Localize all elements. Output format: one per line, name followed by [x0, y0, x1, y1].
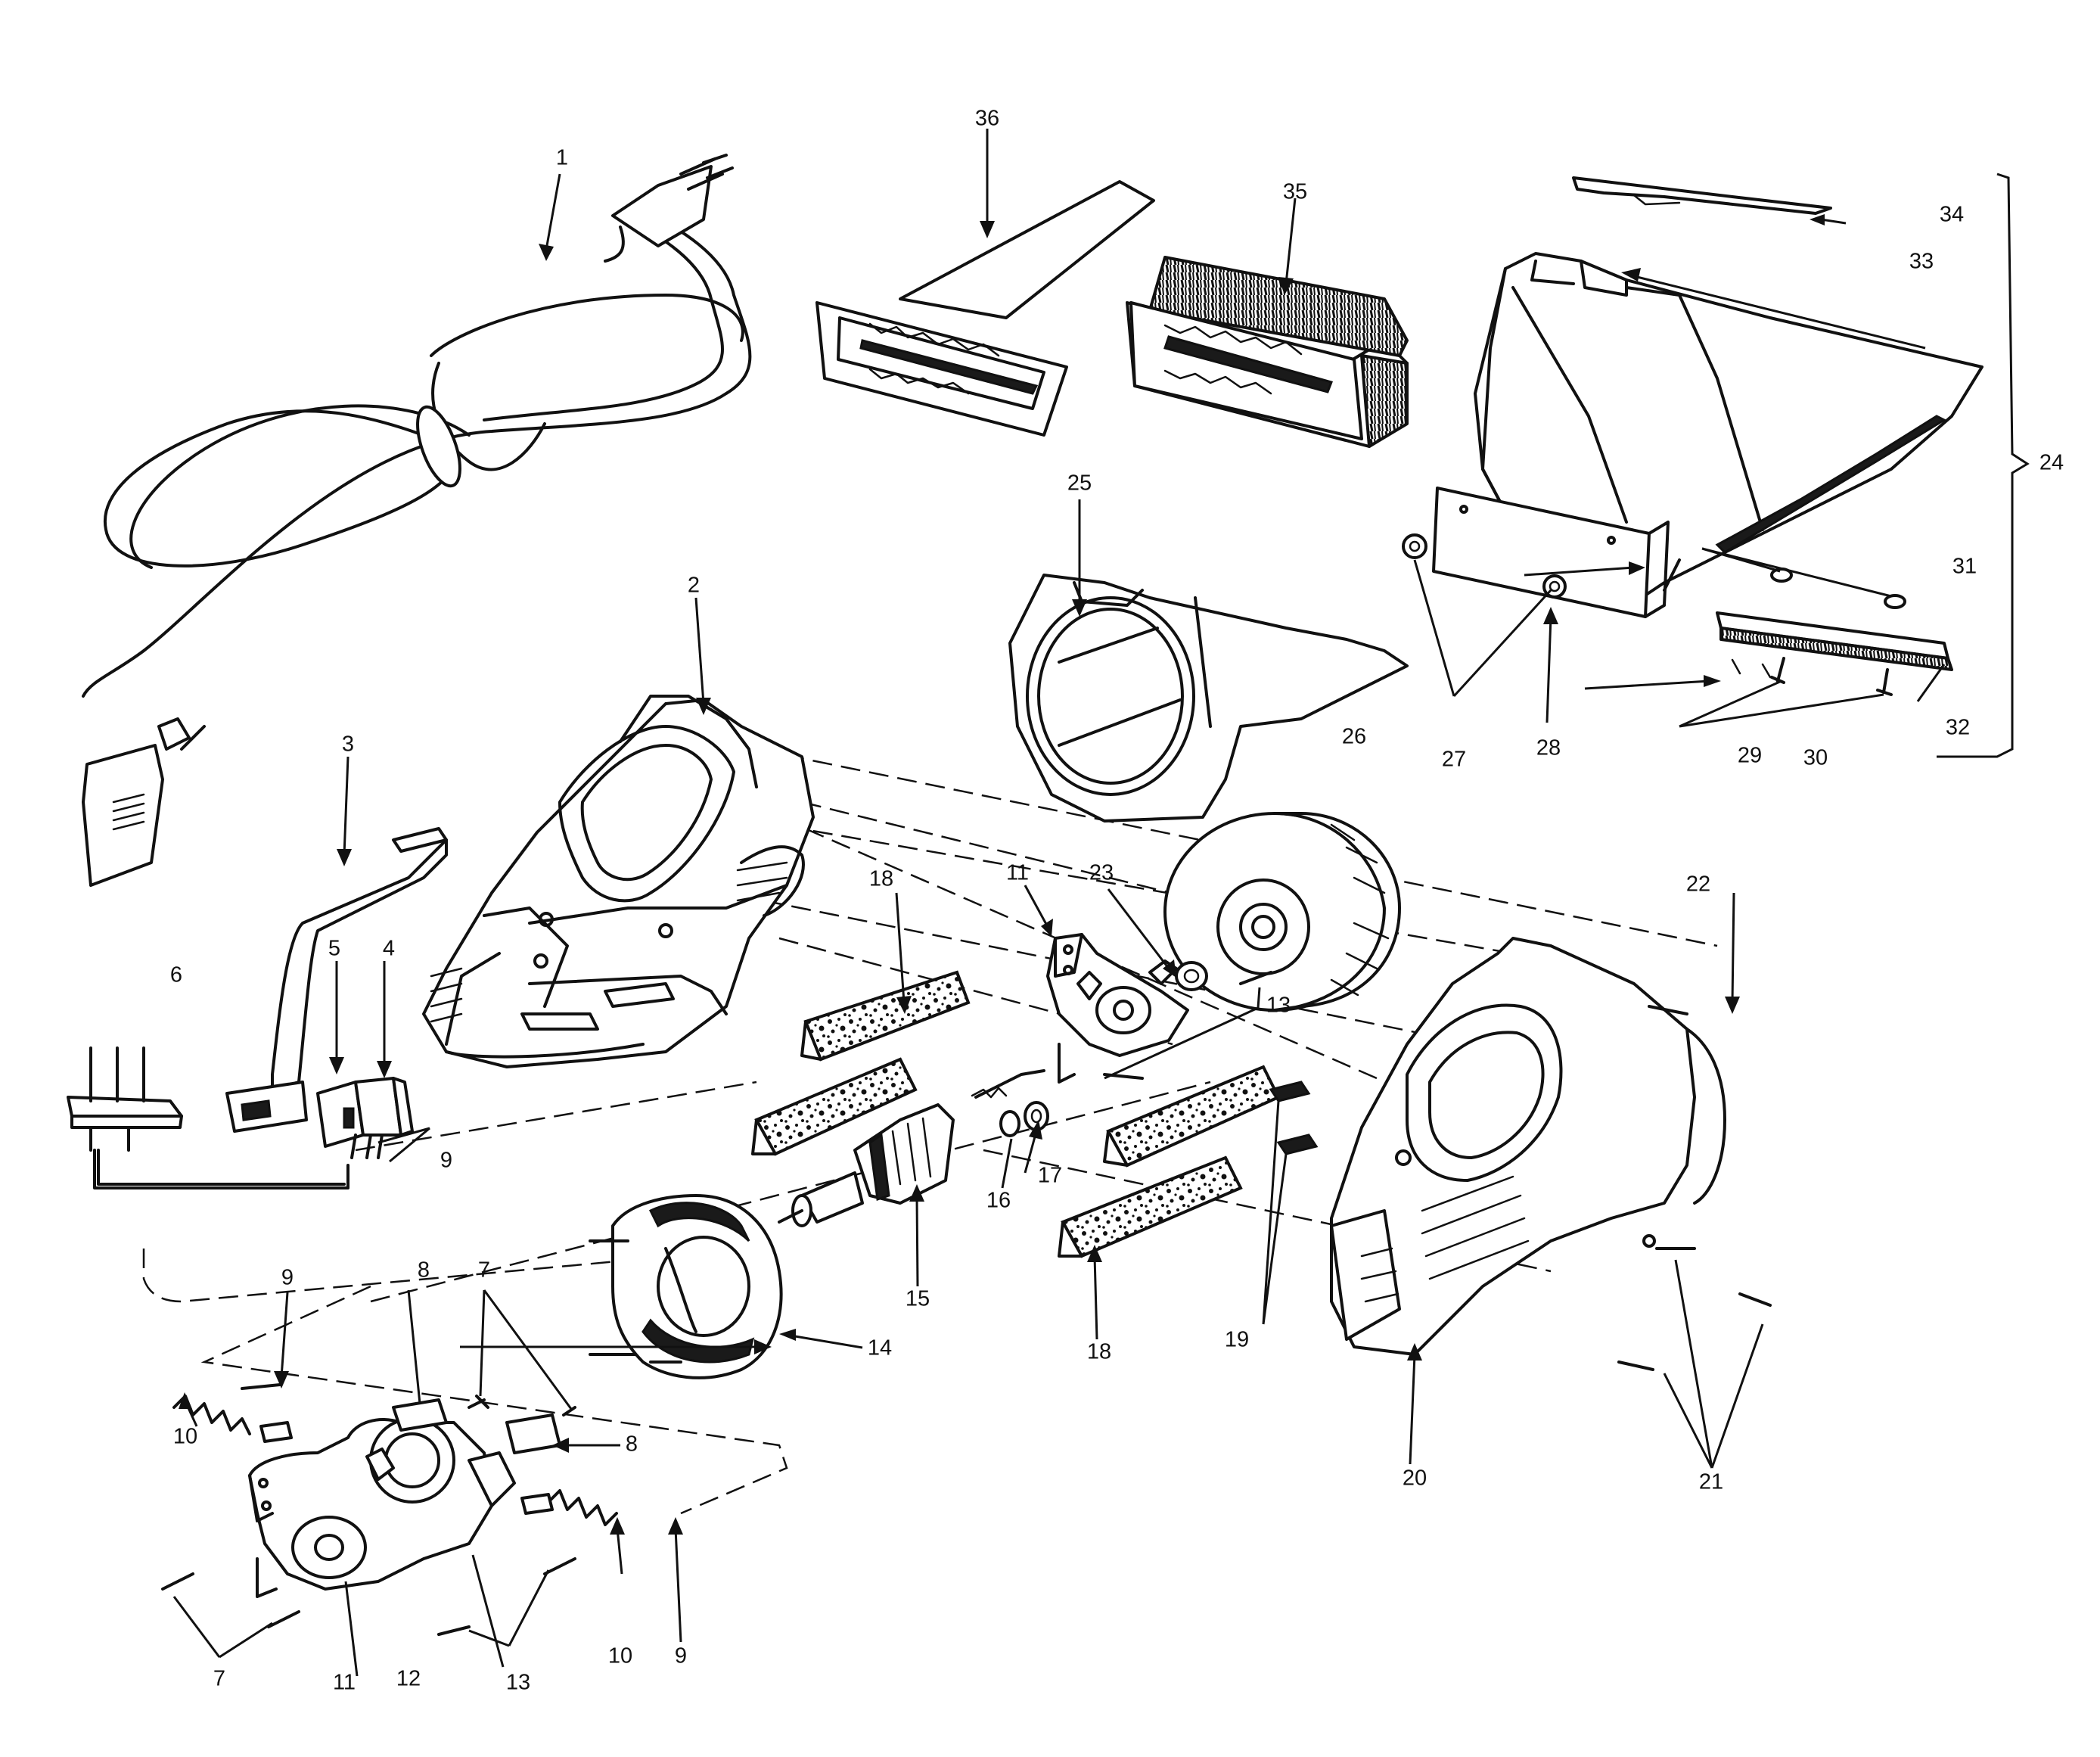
callout-21: 21: [1699, 1470, 1723, 1494]
callout-12: 12: [396, 1667, 421, 1691]
brush-holder-lower: [248, 1417, 516, 1598]
terminal-block: [67, 1046, 349, 1189]
callout-32: 32: [1946, 716, 1970, 740]
suction-nozzle: [1008, 574, 1409, 823]
power-cord: [82, 154, 752, 887]
rear-housing: [1330, 937, 1726, 1356]
crevice-tool: [815, 180, 1155, 437]
callout-8a: 8: [418, 1258, 430, 1283]
callout-11b: 11: [333, 1671, 356, 1695]
callout-19: 19: [1225, 1328, 1249, 1352]
callout-15: 15: [906, 1287, 930, 1311]
callout-13b: 13: [506, 1671, 530, 1695]
callout-20: 20: [1403, 1466, 1427, 1491]
brush-holder-upper: [1046, 933, 1189, 1084]
strip-screws: [1770, 657, 1893, 696]
callout-6: 6: [170, 963, 182, 987]
callout-14: 14: [868, 1336, 892, 1361]
callout-labels: 1 2 3 4 5 6 7 7 8 8 9 9 9 10 10 11 11 12…: [170, 107, 2064, 1695]
callout-35: 35: [1283, 180, 1307, 204]
callout-5: 5: [328, 937, 340, 961]
callout-10a: 10: [173, 1425, 197, 1449]
callout-28: 28: [1536, 736, 1561, 760]
switch-lever: [225, 827, 448, 1133]
callout-1: 1: [556, 146, 568, 170]
brush-strip: [1716, 568, 1953, 679]
callout-9a: 9: [440, 1149, 452, 1173]
switch-assembly: [316, 1077, 414, 1159]
callout-29: 29: [1738, 744, 1762, 768]
callout-31: 31: [1952, 555, 1977, 579]
callout-24: 24: [2039, 451, 2064, 475]
armature-washers: [999, 1101, 1049, 1137]
callout-30: 30: [1803, 746, 1828, 770]
callout-4: 4: [383, 937, 395, 961]
callout-26: 26: [1342, 725, 1366, 749]
cup-front-plate: [1402, 487, 1670, 618]
callout-7a: 7: [478, 1258, 490, 1283]
fan-impeller: [1163, 812, 1401, 1012]
callout-7b: 7: [213, 1667, 225, 1691]
callout-18a: 18: [869, 867, 893, 891]
callout-25: 25: [1067, 471, 1092, 496]
callout-23: 23: [1089, 861, 1114, 885]
callout-36: 36: [975, 107, 999, 131]
callout-34: 34: [1940, 203, 1964, 227]
callout-9b: 9: [281, 1266, 294, 1290]
leader-lines: [172, 129, 2030, 1677]
callout-11a: 11: [1006, 861, 1029, 885]
callout-33: 33: [1909, 250, 1934, 274]
dirt-cup: [1474, 176, 1984, 599]
armature: [778, 1069, 1045, 1227]
callout-8b: 8: [626, 1432, 638, 1457]
callout-27: 27: [1442, 748, 1466, 772]
main-housing: [422, 695, 815, 1068]
callout-16: 16: [986, 1189, 1011, 1213]
filter-clips: [1269, 1081, 1319, 1155]
callout-2: 2: [688, 574, 700, 598]
callout-22: 22: [1686, 872, 1710, 897]
callout-10b: 10: [608, 1644, 632, 1668]
callout-13a: 13: [1266, 994, 1291, 1018]
callout-3: 3: [342, 732, 354, 757]
filter-sponges: [751, 970, 1281, 1258]
callout-18b: 18: [1087, 1340, 1111, 1364]
callout-17: 17: [1038, 1164, 1062, 1188]
motor-field: [589, 1194, 783, 1379]
callout-9c: 9: [675, 1644, 687, 1668]
dusting-brush: [1126, 256, 1409, 448]
washer: [1175, 961, 1208, 991]
arrowheads: [179, 214, 1825, 1535]
